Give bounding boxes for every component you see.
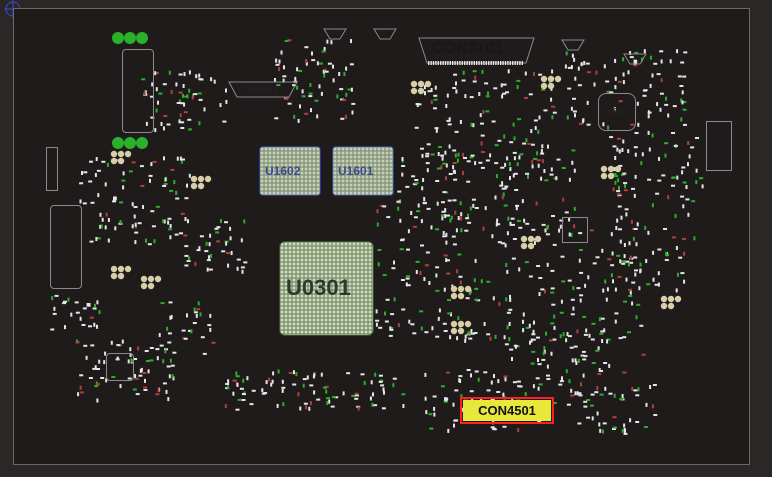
pcb-pads-layer — [50, 28, 704, 435]
connector-outline — [46, 147, 58, 191]
chip-outline — [562, 217, 588, 243]
label-u1601: U1601 — [338, 164, 374, 178]
cpu-chip-u0301[interactable] — [279, 241, 374, 336]
label-con3101: CON3101 — [432, 40, 504, 57]
chip-outline — [598, 93, 636, 131]
connector-outline — [706, 121, 732, 171]
label-u0301: U0301 — [286, 275, 351, 300]
label-u1602: U1602 — [265, 164, 301, 178]
bga-chip-u1601[interactable] — [332, 146, 394, 196]
pcb-board-view[interactable]: CON3101 CON5001 U3603 U1602 U1601 U0301 — [13, 8, 750, 465]
connector-outline — [50, 205, 82, 289]
label-con5001: CON5001 — [238, 85, 279, 95]
chip-outline — [106, 353, 134, 381]
bga-chip-u1602[interactable] — [259, 146, 321, 196]
label-u3603: U3603 — [603, 107, 627, 116]
connector-outline — [122, 49, 154, 133]
selected-component-con4501[interactable]: CON4501 — [460, 397, 554, 424]
